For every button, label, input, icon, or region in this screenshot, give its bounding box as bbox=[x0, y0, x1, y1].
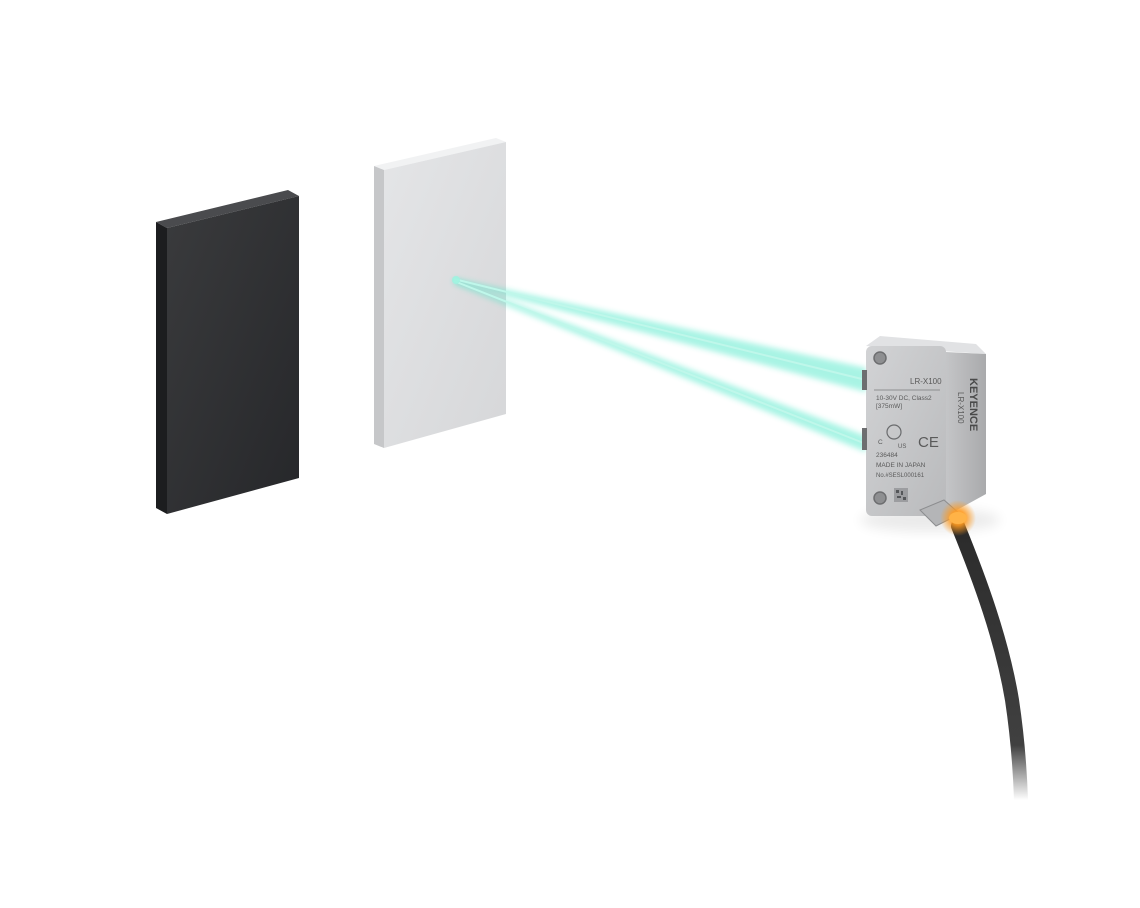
dark-plate-top-edge bbox=[156, 190, 299, 228]
serial-number: No.#SESL000161 bbox=[876, 473, 925, 479]
sensor-top-face bbox=[866, 336, 986, 354]
sensor-cable bbox=[951, 519, 1028, 807]
light-plate-top-edge bbox=[374, 138, 506, 170]
qr-code-icon bbox=[894, 488, 908, 502]
laser-spot bbox=[452, 276, 460, 284]
sensor-front-face bbox=[866, 346, 946, 516]
c-mark: C bbox=[878, 439, 883, 446]
brand-label: KEYENCE bbox=[967, 378, 979, 431]
light-plate bbox=[374, 138, 506, 448]
laser-sensor: LR-X100 10-30V DC, Class2 [375mW] C US C… bbox=[860, 336, 1000, 536]
us-mark: US bbox=[898, 444, 906, 450]
cert-number: 236484 bbox=[876, 452, 898, 459]
laser-beam-glow bbox=[454, 278, 866, 392]
laser-beam-line-upper bbox=[453, 278, 867, 381]
laser-beam-glow-lower bbox=[454, 280, 866, 452]
light-plate-side-edge bbox=[374, 166, 384, 448]
dark-plate-front-face bbox=[167, 196, 299, 514]
indicator-led bbox=[949, 512, 967, 524]
dark-plate-side-edge bbox=[156, 222, 167, 514]
dark-plate bbox=[156, 190, 299, 514]
emitter-window-lower bbox=[862, 428, 867, 450]
screw-hole-bottom bbox=[873, 491, 887, 505]
model-label-side: LR-X100 bbox=[956, 392, 965, 424]
ce-mark-icon: CE bbox=[918, 434, 939, 451]
spec-line-1: 10-30V DC, Class2 bbox=[876, 395, 932, 402]
spec-line-2: [375mW] bbox=[876, 403, 902, 410]
laser-beam-line-lower bbox=[453, 280, 867, 445]
made-in-label: MADE IN JAPAN bbox=[876, 462, 926, 469]
ul-mark-icon bbox=[886, 424, 902, 440]
screw-hole-top bbox=[873, 351, 887, 365]
light-plate-front-face bbox=[384, 142, 506, 448]
sensor-side-face bbox=[946, 352, 986, 516]
emitter-window-upper bbox=[862, 370, 867, 390]
model-label-top: LR-X100 bbox=[910, 377, 942, 386]
laser-beam bbox=[452, 276, 867, 452]
